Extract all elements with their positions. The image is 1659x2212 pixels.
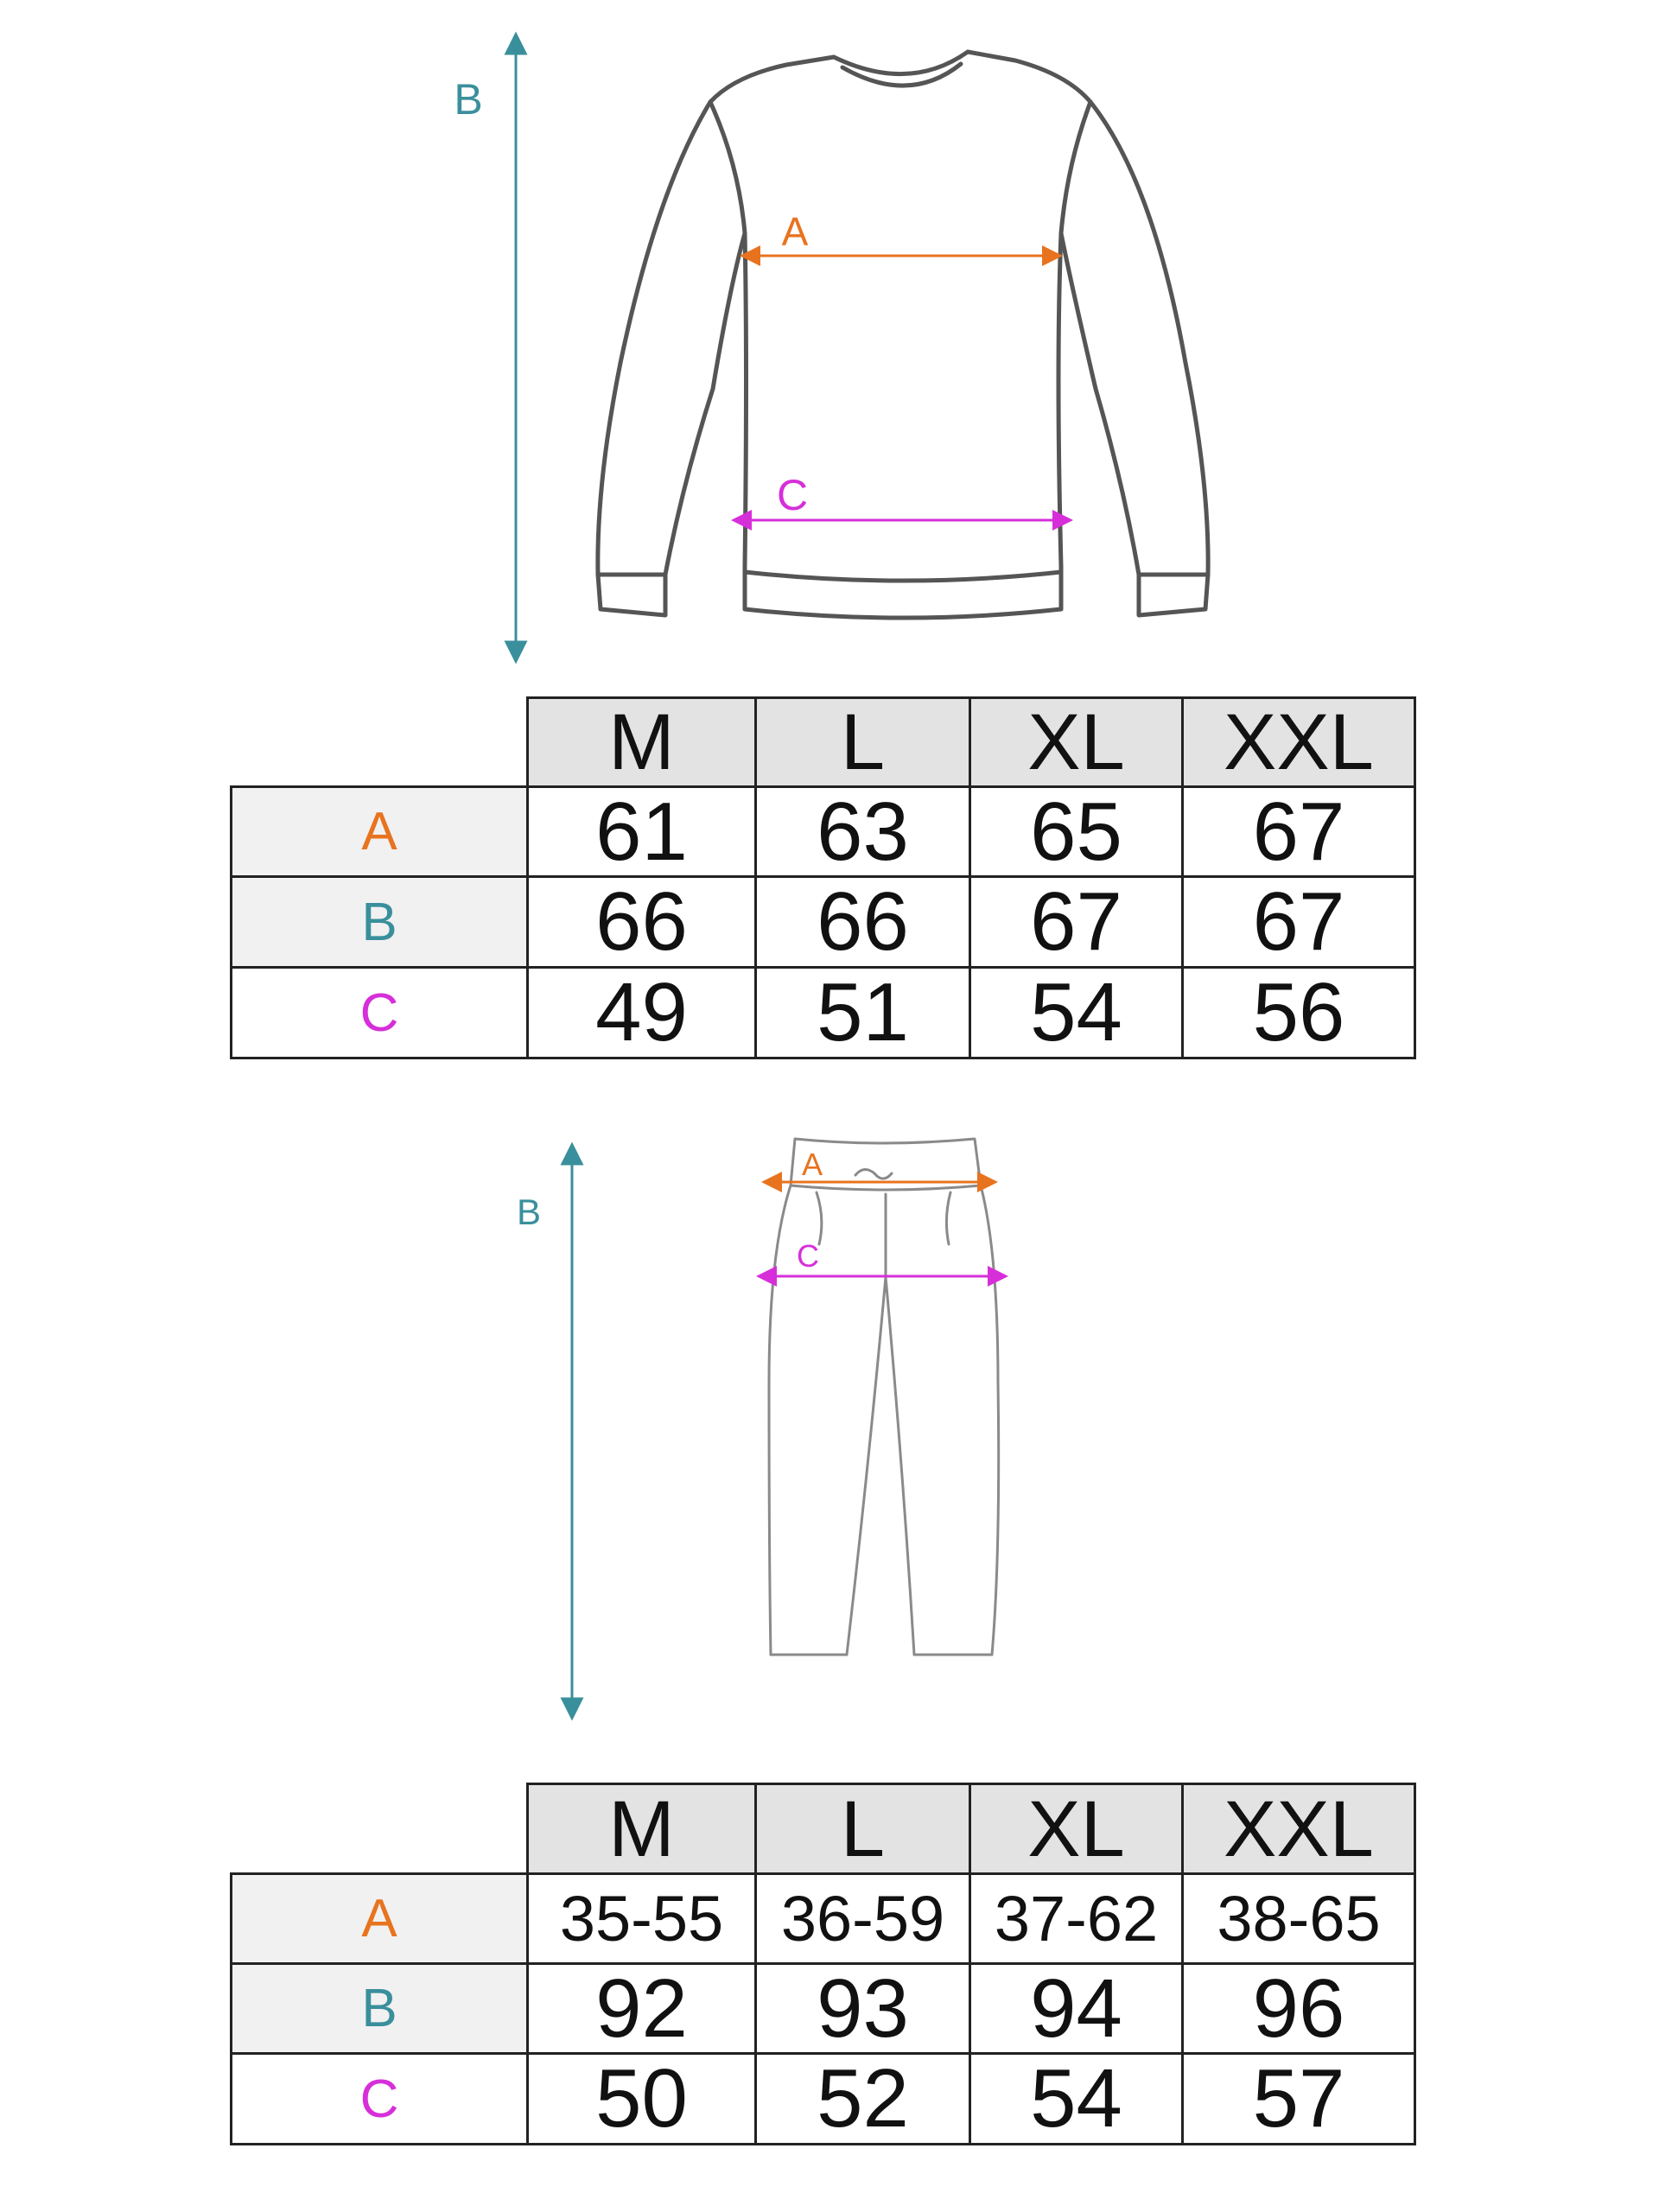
table-cell: 35-55 <box>526 1872 757 1965</box>
table-row: B 92 93 94 96 <box>230 1962 1416 2055</box>
table-cell: 51 <box>754 966 971 1059</box>
table-cell: 54 <box>969 966 1184 1059</box>
table-cell: 38-65 <box>1181 1872 1416 1965</box>
table-row: A 35-55 36-59 37-62 38-65 <box>230 1872 1416 1965</box>
table-corner <box>231 1783 529 1875</box>
size-header-m: M <box>526 1783 757 1875</box>
table-cell: 94 <box>969 1962 1184 2055</box>
table-cell: 52 <box>754 2052 971 2145</box>
table-cell: 63 <box>754 785 971 878</box>
sweatshirt-b-label: B <box>454 75 482 124</box>
size-header-m: M <box>526 696 757 788</box>
table-corner <box>231 697 529 788</box>
size-header-xl: XL <box>969 1783 1184 1875</box>
pants-outline <box>767 1137 1001 1656</box>
pants-size-table: M L XL XXL A 35-55 36-59 37-62 38-65 B 9… <box>230 1783 1416 2145</box>
table-cell: 96 <box>1181 1962 1416 2055</box>
table-cell: 93 <box>754 1962 971 2055</box>
pants-c-label: C <box>797 1238 819 1274</box>
table-cell: 50 <box>526 2052 757 2145</box>
size-header-xxl: XXL <box>1181 696 1416 788</box>
table-cell: 37-62 <box>969 1872 1184 1965</box>
sweatshirt-a-label: A <box>782 209 809 254</box>
table-cell: 66 <box>754 875 971 969</box>
table-cell: 56 <box>1181 966 1416 1059</box>
sweatshirt-c-label: C <box>777 471 808 519</box>
size-header-xxl: XXL <box>1181 1783 1416 1875</box>
table-cell: 61 <box>526 785 757 878</box>
size-header-l: L <box>754 696 971 788</box>
table-cell: 67 <box>1181 875 1416 969</box>
table-cell: 54 <box>969 2052 1184 2145</box>
table-row: B 66 66 67 67 <box>230 875 1416 969</box>
pants-a-label: A <box>802 1147 823 1182</box>
row-label-c: C <box>230 2052 529 2145</box>
table-cell: 67 <box>1181 785 1416 878</box>
table-row: A 61 63 65 67 <box>230 785 1416 878</box>
row-label-a: A <box>230 1872 529 1965</box>
table-row: C 49 51 54 56 <box>230 966 1416 1059</box>
table-cell: 92 <box>526 1962 757 2055</box>
table-row: C 50 52 54 57 <box>230 2052 1416 2145</box>
sweatshirt-size-table: M L XL XXL A 61 63 65 67 B 66 66 67 67 C… <box>230 696 1416 1059</box>
row-label-a: A <box>230 785 529 878</box>
table-cell: 65 <box>969 785 1184 878</box>
table-header-row: M L XL XXL <box>231 696 1416 788</box>
sweatshirt-outline <box>595 49 1211 620</box>
table-cell: 49 <box>526 966 757 1059</box>
table-cell: 67 <box>969 875 1184 969</box>
row-label-b: B <box>230 1962 529 2055</box>
size-header-l: L <box>754 1783 971 1875</box>
table-header-row: M L XL XXL <box>231 1783 1416 1875</box>
row-label-b: B <box>230 875 529 969</box>
row-label-c: C <box>230 966 529 1059</box>
table-cell: 66 <box>526 875 757 969</box>
table-cell: 36-59 <box>754 1872 971 1965</box>
table-cell: 57 <box>1181 2052 1416 2145</box>
size-header-xl: XL <box>969 696 1184 788</box>
pants-b-label: B <box>517 1192 541 1232</box>
